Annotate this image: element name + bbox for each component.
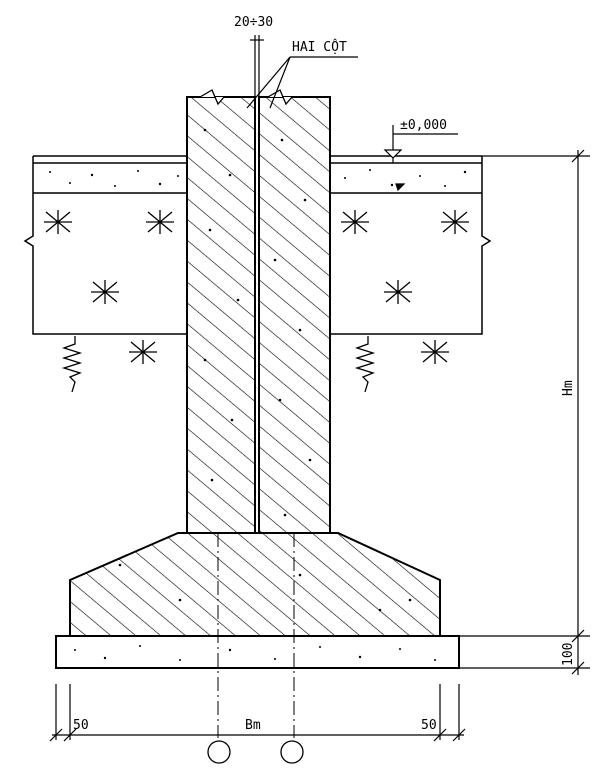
column-break-lines: [199, 89, 293, 106]
level-marker-icon: [383, 125, 458, 192]
lean-thickness-label: 100: [561, 643, 576, 666]
column-speckles: [118, 128, 412, 612]
height-dimension: [459, 149, 590, 675]
level-label: ±0,000: [400, 118, 447, 133]
spring-settlement-icon: [61, 336, 376, 393]
gap-label: 20÷30: [234, 15, 273, 30]
axis-circle-icon: [207, 740, 304, 764]
width-dimension: [49, 684, 466, 742]
double-column-leader: [246, 56, 358, 109]
footing: [69, 532, 441, 637]
double-column-label: HAI CỘT: [292, 40, 347, 55]
axis-lines: [217, 533, 295, 738]
column-left: [186, 96, 256, 534]
soil-block: [23, 193, 492, 335]
height-label: Hm: [561, 380, 576, 396]
lean-concrete-pad: [55, 635, 460, 669]
soil-cross-hatch-icon: [44, 210, 469, 364]
gap-dimension: [250, 35, 264, 97]
left-offset-label: 50: [73, 718, 89, 733]
ground-slab: [32, 155, 483, 194]
width-label: Bm: [245, 718, 261, 733]
column-right: [258, 96, 331, 534]
right-offset-label: 50: [421, 718, 437, 733]
slab-speckles: [49, 169, 467, 187]
